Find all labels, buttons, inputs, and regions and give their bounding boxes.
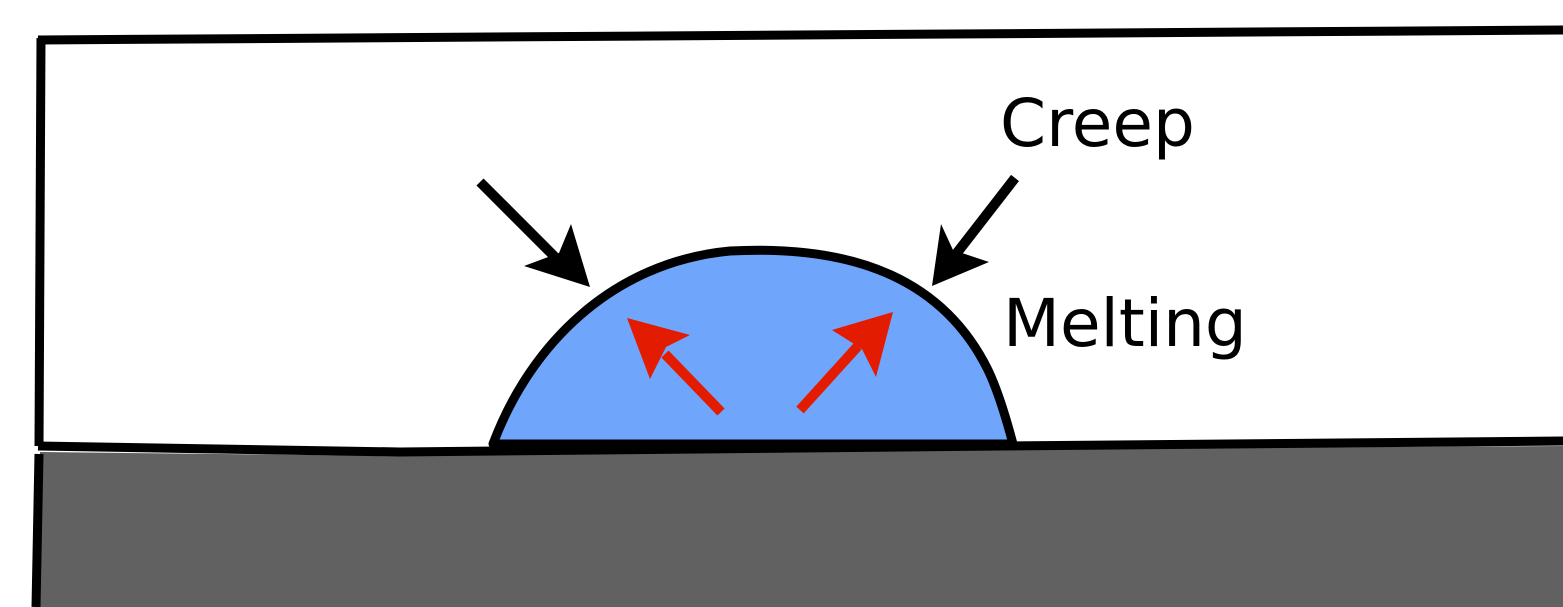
substrate xyxy=(37,446,1563,607)
substrate-left-edge xyxy=(31,453,44,607)
frame-left-edge xyxy=(34,37,46,447)
interface-line xyxy=(37,436,1563,457)
melt-blob xyxy=(488,245,1018,449)
frame-top-edge xyxy=(37,25,1563,45)
melting-arrow-left xyxy=(627,318,725,416)
creep-arrow-right xyxy=(932,174,1019,286)
melting-arrow-right xyxy=(796,312,893,414)
creep-arrow-left xyxy=(476,178,590,287)
melting-label: Melting xyxy=(1003,285,1247,362)
creep-label: Creep xyxy=(1000,85,1195,162)
upper-region xyxy=(43,30,1563,444)
